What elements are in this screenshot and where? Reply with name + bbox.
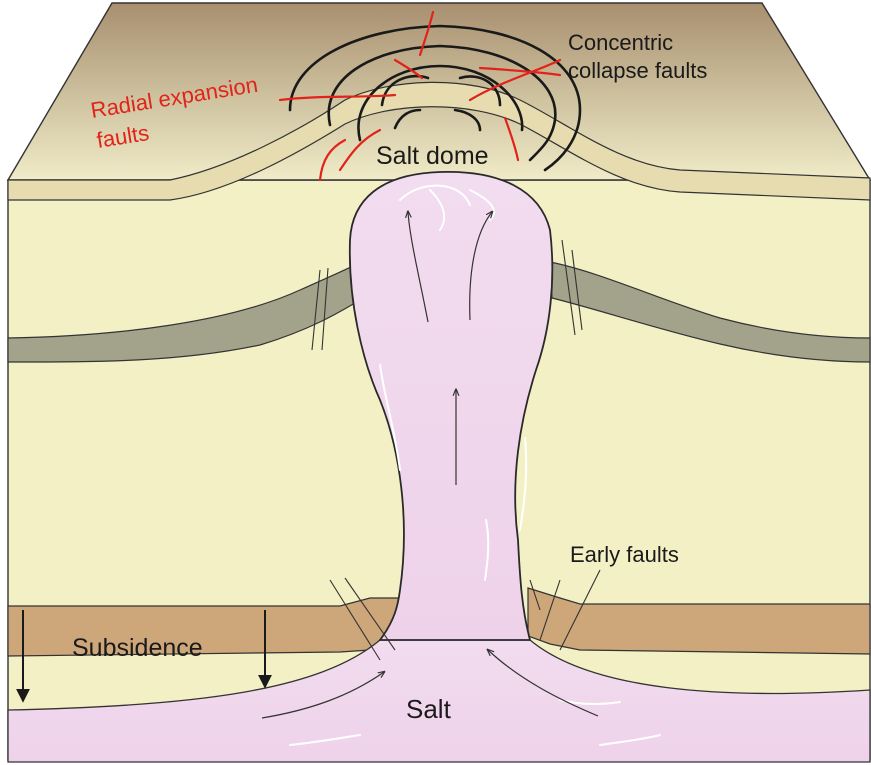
brown-layer-left: [8, 598, 400, 656]
concentric-label-line1: Concentric: [568, 30, 673, 55]
salt-dome-label: Salt dome: [376, 142, 489, 170]
concentric-label-line2: collapse faults: [568, 58, 707, 83]
early-faults-label: Early faults: [570, 542, 679, 567]
subsidence-label: Subsidence: [72, 634, 203, 662]
salt-label: Salt: [406, 694, 452, 724]
